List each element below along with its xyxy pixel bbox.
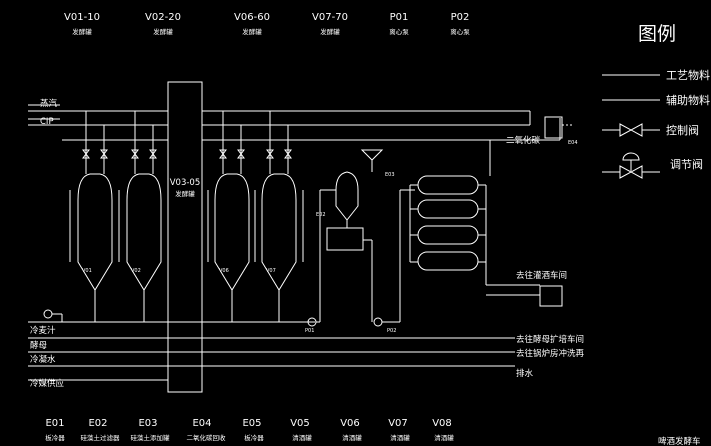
legend-title: 图例 (638, 23, 676, 45)
co2-pipe-label: 二氧化碳 (506, 135, 541, 146)
top-equipment-labels: V01-10 发酵罐 V02-20 发酵罐 V06-60 发酵罐 V07-70 … (64, 12, 470, 36)
equip-name-e05: 板冷器 (244, 433, 264, 442)
legend-regulating-valve-label: 调节阀 (670, 157, 703, 171)
equip-name-v01: 发酵罐 (72, 27, 92, 36)
svg-text:V02: V02 (131, 268, 141, 274)
bright-beer-tanks (409, 140, 563, 307)
co2-tank-tag: E04 (568, 140, 578, 146)
regulating-valve-icon (602, 152, 660, 179)
funnel-icon (360, 149, 384, 161)
legend-aux-label: 辅助物料 (666, 93, 710, 107)
kieselguhr-filter-icon (335, 171, 359, 221)
equip-name-v07-bottom: 清酒罐 (390, 433, 410, 442)
svg-text:E03: E03 (385, 172, 395, 178)
equip-code-e02: E02 (88, 418, 107, 429)
bottling-output-label: 去往灌酒车间 (516, 270, 567, 281)
fermenter-tank-2 (126, 173, 162, 291)
equip-name-e01: 板冷器 (45, 433, 65, 442)
equip-name-p01: 离心泵 (389, 27, 409, 36)
filtration-area (307, 149, 415, 327)
equip-code-e04: E04 (192, 418, 211, 429)
equip-code-v06-bottom: V06 (340, 418, 360, 429)
equip-code-v07: V07-70 (312, 12, 348, 23)
pump-p02-icon (373, 317, 383, 327)
legend-control-valve-label: 控制阀 (666, 123, 699, 137)
sewer-output-label: 排水 (516, 368, 534, 379)
bright-tank-4 (417, 251, 479, 271)
equip-code-v01: V01-10 (64, 12, 100, 23)
dosing-tank-icon (326, 227, 364, 251)
cooling-supply-pipe-label: 冷媒供应 (30, 378, 65, 389)
equip-code-e05: E05 (242, 418, 261, 429)
equip-name-v06-bottom: 清酒罐 (342, 433, 362, 442)
equip-code-v02: V02-20 (145, 12, 181, 23)
fermenter-tank-3 (214, 173, 250, 291)
legend: 图例 工艺物料 辅助物料 控制阀 调节阀 (602, 23, 710, 179)
svg-text:E02: E02 (316, 212, 326, 218)
boiler-output-label: 去往锅炉房冲洗再 (516, 348, 585, 359)
equip-code-e03: E03 (138, 418, 157, 429)
equip-code-v07-bottom: V07 (388, 418, 408, 429)
equip-name-v06: 发酵罐 (242, 27, 262, 36)
equip-name-v07: 发酵罐 (320, 27, 340, 36)
equip-name-p02: 离心泵 (450, 27, 470, 36)
control-valve-icon (602, 123, 660, 137)
bottom-pipes (28, 309, 515, 381)
equip-name-e04: 二氧化碳回收 (187, 433, 227, 442)
equip-name-e02: 硅藻土过滤器 (81, 433, 121, 442)
bright-tank-1 (417, 175, 479, 195)
fermenter-tank-4 (261, 173, 297, 291)
legend-process-label: 工艺物料 (666, 68, 710, 82)
tank-tags: V01 V02 V06 V07 (82, 268, 276, 274)
equip-code-v05: V05 (290, 418, 310, 429)
equip-code-p02: P02 (451, 12, 470, 23)
equip-code-p01: P01 (390, 12, 409, 23)
filtration-tags: E02 E03 P01 P02 (305, 172, 396, 334)
plate-cooler-e05-icon (539, 285, 563, 307)
center-block-code: V03-05 (170, 178, 201, 188)
fermenter-tank-1 (77, 173, 113, 291)
equip-name-v05: 清酒罐 (292, 433, 312, 442)
cold-water-pipe-label: 冷凝水 (30, 354, 56, 365)
svg-text:V07: V07 (266, 268, 276, 274)
cip-pipe-label: CIP (40, 117, 54, 127)
drawing-title-partial: 啤酒发酵车 (658, 436, 701, 446)
equip-name-v08: 清酒罐 (434, 433, 454, 442)
center-block-name: 发酵罐 (175, 189, 195, 198)
svg-text:V01: V01 (82, 268, 92, 274)
equip-code-v06: V06-60 (234, 12, 270, 23)
svg-text:P01: P01 (305, 328, 314, 334)
equip-code-e01: E01 (45, 418, 64, 429)
bright-tank-2 (417, 199, 479, 219)
equip-code-v08: V08 (432, 418, 452, 429)
equip-name-v02: 发酵罐 (153, 27, 173, 36)
bright-tank-3 (417, 225, 479, 245)
yeast-workshop-output-label: 去往酵母扩培车间 (516, 334, 584, 345)
yeast-pipe-label: 酵母 (30, 341, 47, 351)
svg-text:P02: P02 (387, 328, 396, 334)
header-pipes (28, 104, 572, 141)
bottom-equipment-labels: E01 板冷器 E02 硅藻土过滤器 E03 硅藻土添加罐 E04 二氧化碳回收… (45, 418, 454, 442)
wort-pipe-label: 冷麦汁 (30, 325, 56, 336)
fermenter-group-block (167, 81, 203, 393)
equip-name-e03: 硅藻土添加罐 (131, 433, 171, 442)
steam-pipe-label: 蒸汽 (40, 98, 58, 109)
svg-text:V06: V06 (219, 268, 229, 274)
